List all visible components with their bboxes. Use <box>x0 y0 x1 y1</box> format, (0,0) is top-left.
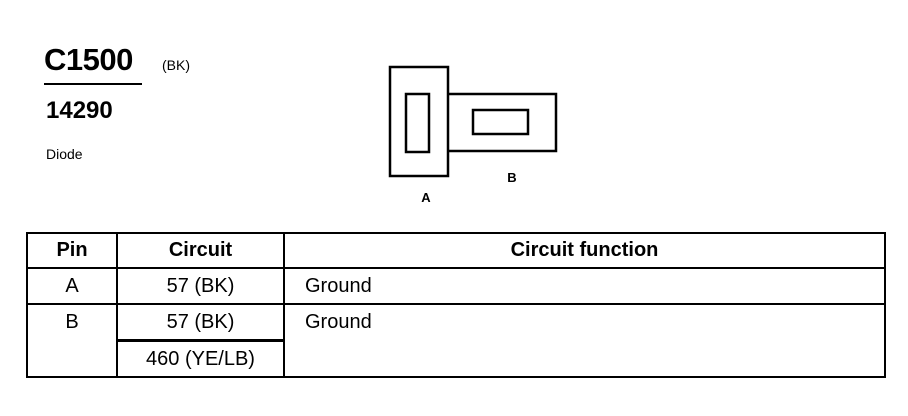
connector-id: C1500 <box>44 42 133 77</box>
table-row: A 57 (BK) Ground <box>26 267 886 305</box>
terminal-b <box>471 108 530 136</box>
table-row: 460 (YE/LB) <box>27 339 885 378</box>
terminal-a <box>404 92 431 154</box>
header-circuit: Circuit <box>116 232 285 269</box>
table-row: B 57 (BK) Ground <box>26 303 886 378</box>
circuit-cell: 57 (BK) <box>116 303 285 342</box>
pin-table: Pin Circuit Circuit function A 57 (BK) G… <box>26 232 886 378</box>
circuit-function-cell: Ground <box>283 267 886 305</box>
connector-color: (BK) <box>162 57 190 73</box>
circuit-cell: 460 (YE/LB) <box>116 339 285 378</box>
diagram-label-b: B <box>507 170 516 185</box>
circuit-cell: 57 (BK) <box>116 267 285 305</box>
diagram-label-a: A <box>421 190 431 205</box>
part-number: 14290 <box>46 97 113 124</box>
housing-a <box>388 65 450 178</box>
header-pin: Pin <box>26 232 118 269</box>
connector-diagram: A B <box>388 65 558 205</box>
title-underline <box>44 83 142 85</box>
connector-description: Diode <box>46 146 83 162</box>
table-header-row: Pin Circuit Circuit function <box>26 232 886 269</box>
housing-b <box>448 92 558 153</box>
circuit-function-cell: Ground <box>283 303 886 378</box>
pin-cell: B <box>26 303 118 378</box>
pin-cell: A <box>26 267 118 305</box>
header-circuit-function: Circuit function <box>283 232 886 269</box>
